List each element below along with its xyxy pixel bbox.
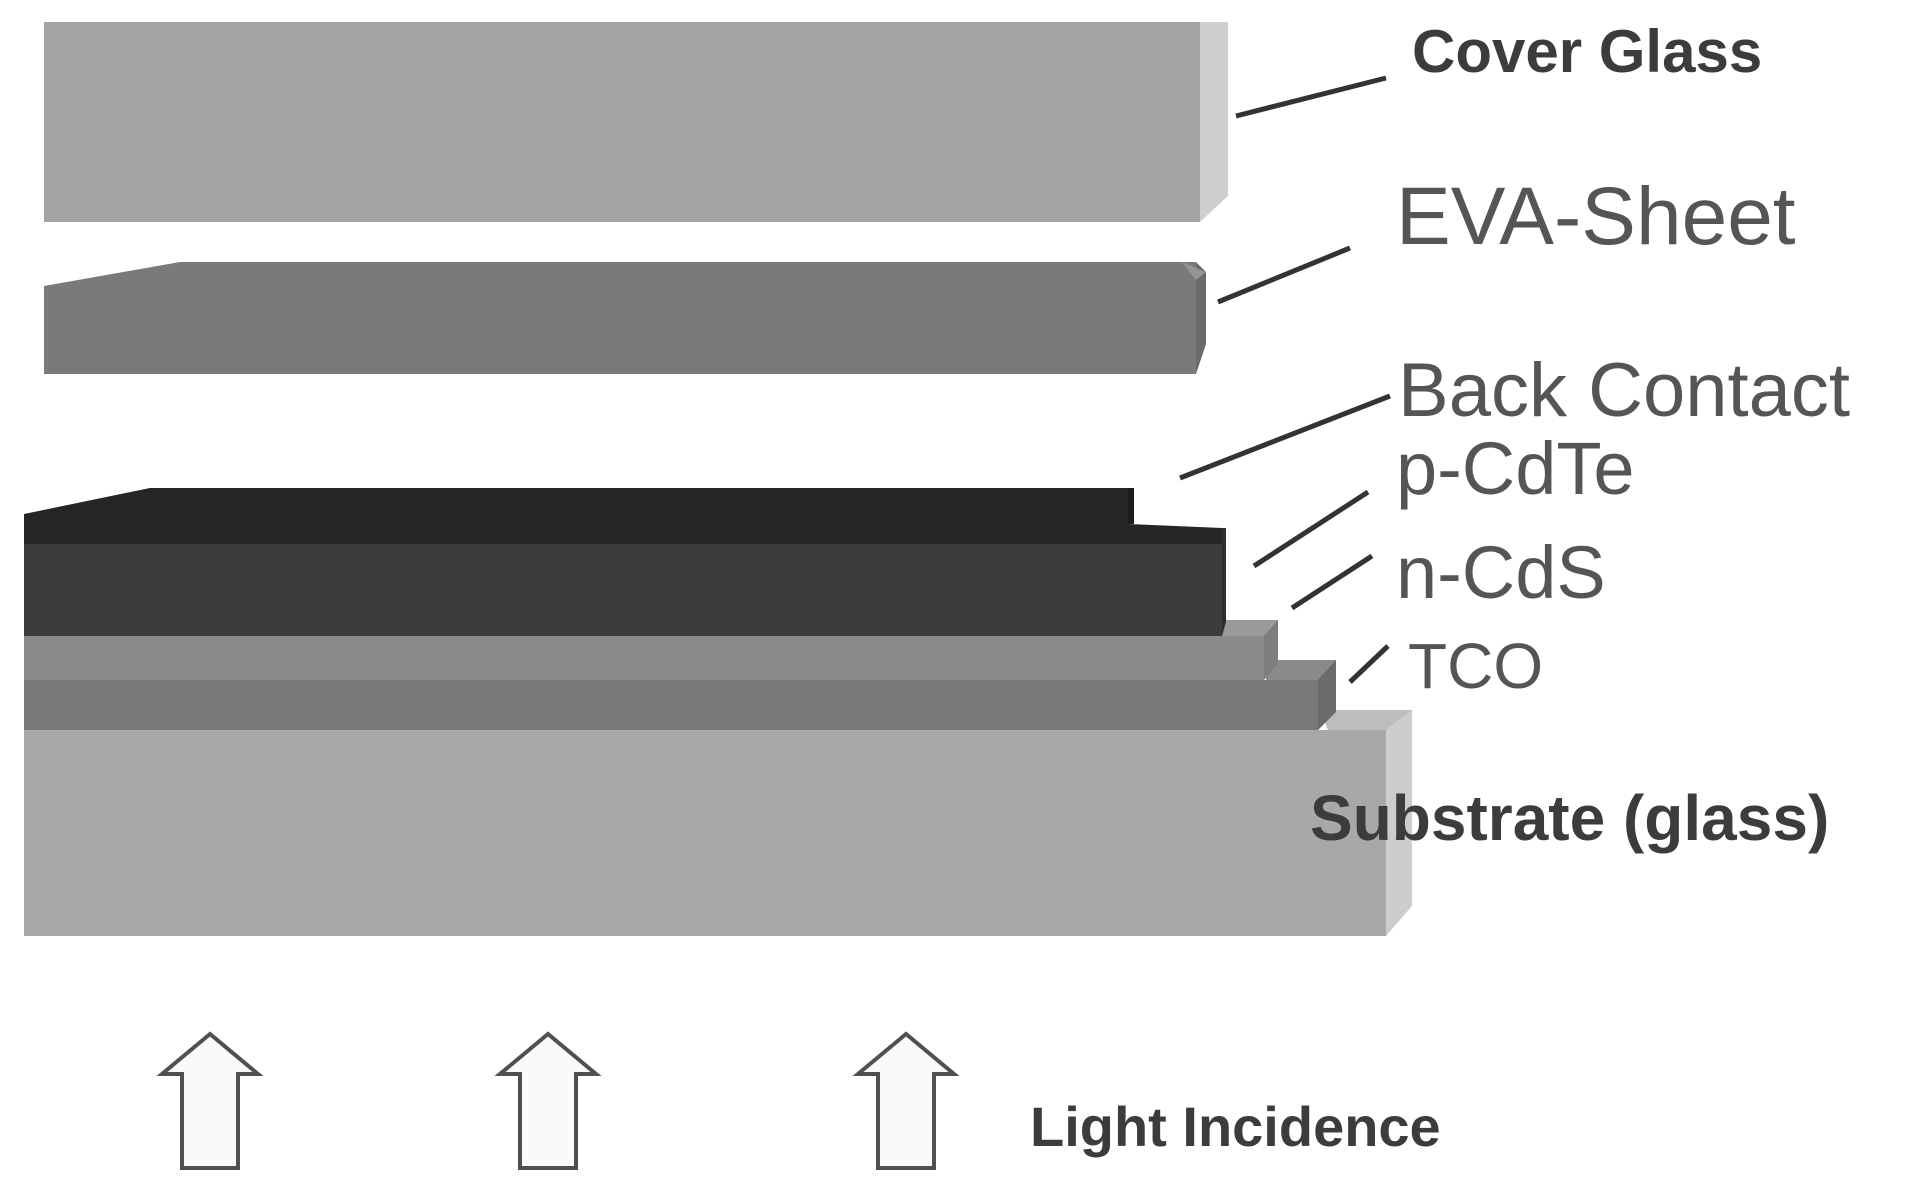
n-cds-layer — [24, 620, 1278, 680]
tco-leader-line — [1348, 644, 1390, 684]
light-arrow-up-icon — [156, 1031, 264, 1170]
p-cdte-label: p-CdTe — [1396, 427, 1635, 510]
light-arrow-up-icon — [494, 1031, 602, 1170]
light-incidence-arrows — [156, 1031, 960, 1170]
eva-sheet-label: EVA-Sheet — [1396, 171, 1796, 262]
n-cds-label: n-CdS — [1396, 531, 1606, 614]
tco-layer — [24, 660, 1336, 730]
light-arrow-up-icon — [852, 1031, 960, 1170]
cover-glass-label: Cover Glass — [1412, 18, 1762, 85]
substrate-label: Substrate (glass) — [1310, 782, 1829, 854]
cover-glass-leader-line — [1235, 75, 1387, 119]
eva-sheet-leader-line — [1217, 245, 1351, 305]
p-cdte-leader-line — [1252, 489, 1370, 569]
cover-glass-layer — [44, 22, 1228, 222]
p-cdte-layer — [24, 528, 1226, 636]
back-contact-label: Back Contact — [1398, 348, 1850, 433]
back-contact-leader-line — [1179, 393, 1391, 481]
substrate-layer — [24, 710, 1412, 936]
light-incidence-label: Light Incidence — [1030, 1095, 1441, 1158]
back-contact-layer — [24, 488, 1222, 544]
n-cds-leader-line — [1290, 553, 1374, 611]
tco-label: TCO — [1408, 630, 1543, 702]
eva-sheet-layer — [44, 262, 1206, 374]
